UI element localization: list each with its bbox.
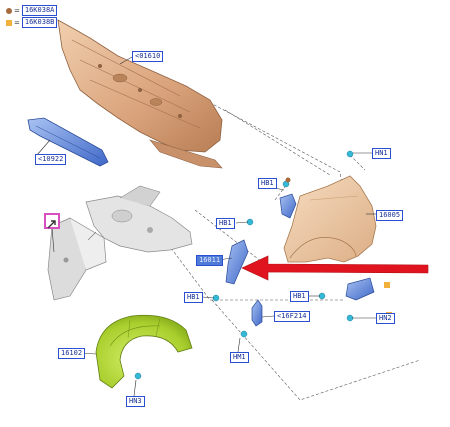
arrow-icon	[241, 255, 429, 281]
callout-crossmember[interactable]: <10922	[35, 154, 67, 165]
callout-hm1[interactable]: HM1	[230, 352, 249, 363]
legend-square-icon	[6, 19, 12, 26]
callout-hb1-mid[interactable]: HB1	[216, 218, 235, 229]
callout-hb1-top[interactable]: HB1	[258, 178, 277, 189]
callout-hb1-right[interactable]: HB1	[290, 291, 309, 302]
callout-hb1-low[interactable]: HB1	[184, 292, 203, 303]
callout-dash-panel[interactable]: <01610	[132, 51, 164, 62]
callout-fender[interactable]: 16005	[376, 210, 404, 221]
fender-bracket-part[interactable]	[225, 239, 249, 285]
legend-row-a: = 16K038A	[6, 5, 58, 16]
rear-bracket-part[interactable]	[345, 277, 390, 301]
fender-upper-bracket[interactable]	[279, 193, 297, 219]
legend-row-b: = 16K038B	[6, 17, 58, 28]
callout-liner[interactable]: 16102	[58, 348, 86, 359]
fastener-icon	[134, 150, 354, 380]
leader-lines	[36, 56, 376, 397]
wheel-arch-liner-part[interactable]	[95, 314, 193, 389]
dash-panel-part[interactable]	[57, 19, 223, 169]
legend-code-a[interactable]: 16K038A	[21, 5, 58, 16]
callout-seal[interactable]: <16F214	[274, 311, 310, 322]
callout-hn3[interactable]: HN3	[126, 396, 145, 407]
seal-part[interactable]	[251, 299, 263, 327]
body-structure-part	[47, 185, 193, 301]
legend-dot-icon	[6, 7, 12, 14]
legend-code-b[interactable]: 16K038B	[21, 17, 58, 28]
crossmember-part[interactable]	[27, 117, 109, 167]
callout-hn2[interactable]: HN2	[376, 313, 395, 324]
callout-hn1[interactable]: HN1	[372, 148, 391, 159]
callout-icon[interactable]	[44, 213, 60, 229]
fender-part[interactable]	[283, 175, 377, 263]
callout-fender-bracket[interactable]: 16011	[196, 255, 224, 266]
